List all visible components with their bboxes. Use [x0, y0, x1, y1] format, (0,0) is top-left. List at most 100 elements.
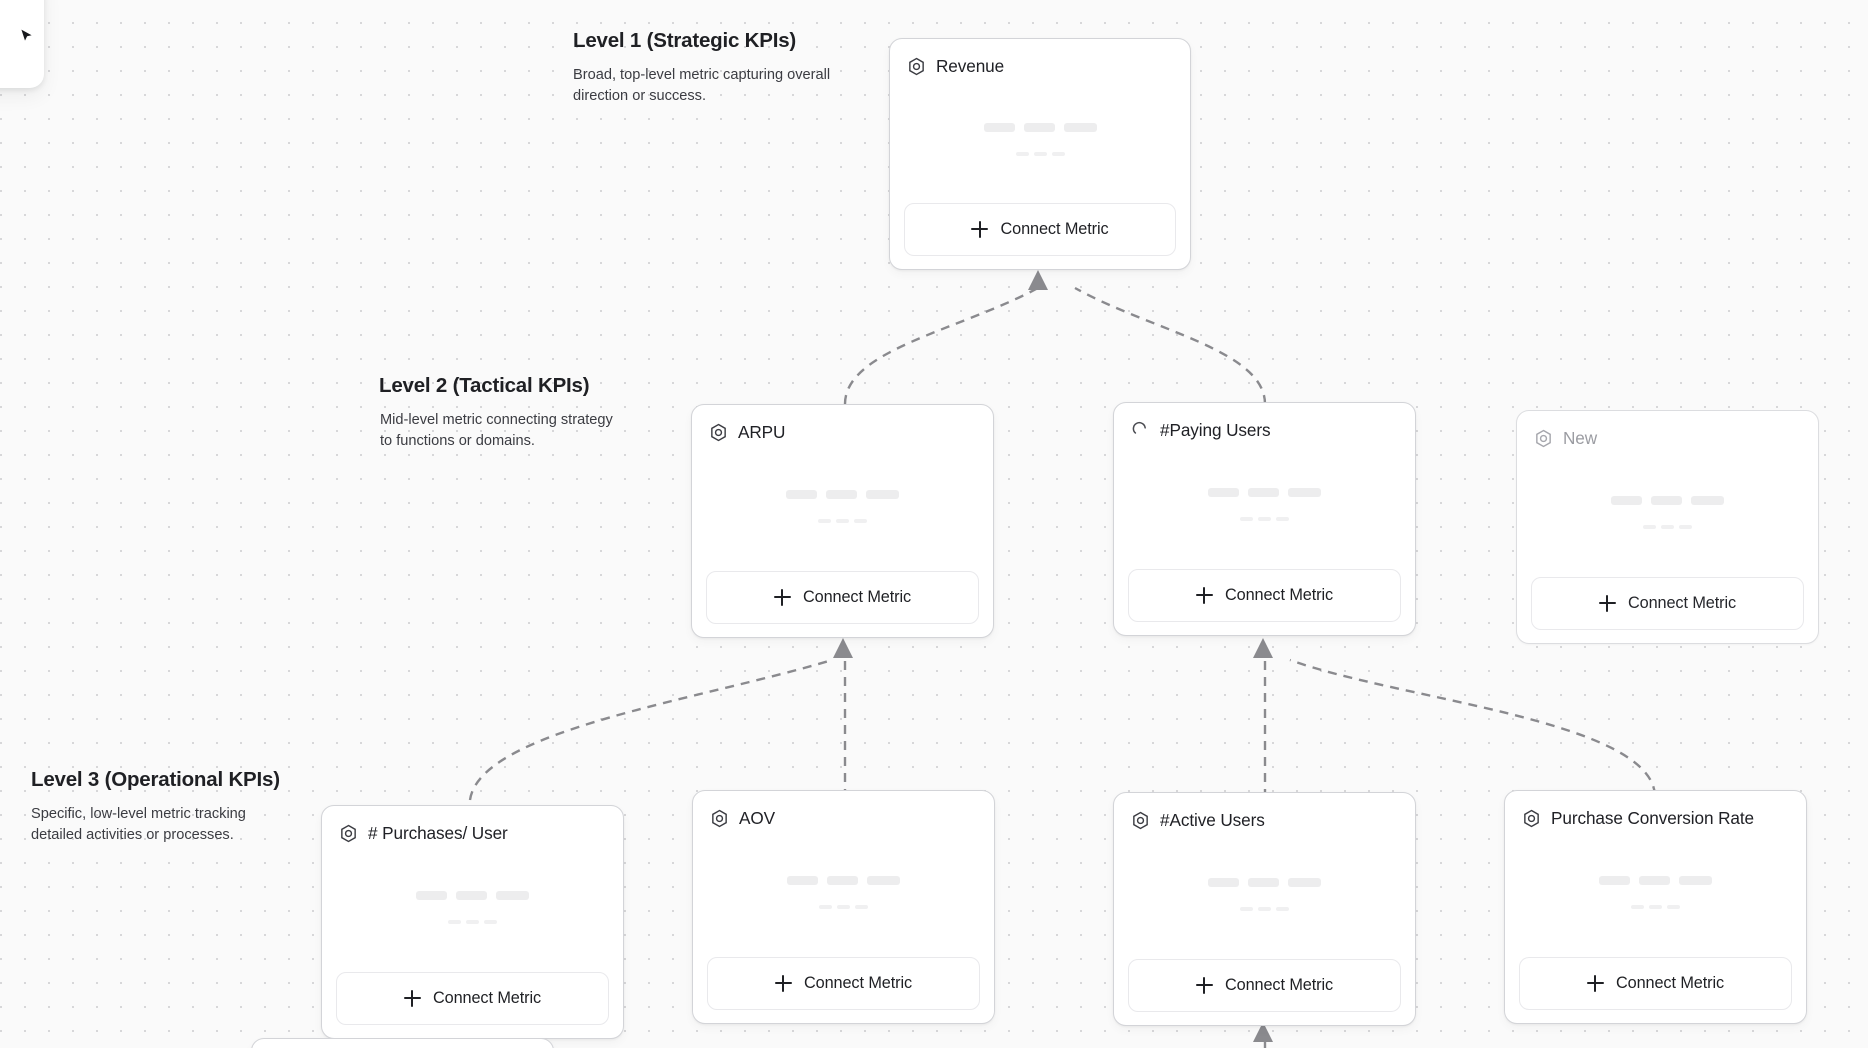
connect-metric-label: Connect Metric — [802, 588, 912, 606]
card-header: New — [1531, 425, 1804, 451]
skeleton-row-primary — [786, 490, 899, 499]
connect-metric-button[interactable]: Connect Metric — [1128, 569, 1401, 622]
skeleton-bar — [1063, 123, 1097, 132]
skeleton-row-secondary — [1631, 905, 1680, 909]
metric-card-purchase-conversion-rate[interactable]: Purchase Conversion Rate Connect Metric — [1504, 790, 1807, 1024]
skeleton-bar — [1649, 905, 1662, 909]
level-label-3: Level 3 (Operational KPIs) Specific, low… — [31, 767, 280, 847]
hexagon-icon — [712, 809, 727, 827]
card-title: AOV — [739, 807, 775, 828]
skeleton-row-secondary — [1240, 517, 1289, 521]
connect-metric-button[interactable]: Connect Metric — [1519, 957, 1792, 1010]
card-title: #Active Users — [1160, 809, 1265, 830]
connect-metric-label: Connect Metric — [1627, 594, 1737, 612]
skeleton-bar — [827, 876, 858, 885]
connect-metric-button[interactable]: Connect Metric — [707, 957, 980, 1010]
connect-metric-button[interactable]: Connect Metric — [904, 203, 1176, 256]
plus-icon — [774, 975, 792, 992]
hexagon-icon — [909, 57, 924, 75]
skeleton-bar — [416, 891, 447, 900]
metric-card-paying-users[interactable]: #Paying Users Connect Metric — [1113, 402, 1416, 636]
connect-metric-button[interactable]: Connect Metric — [1531, 577, 1804, 630]
level-1-title: Level 1 (Strategic KPIs) — [573, 29, 797, 52]
skeleton-bar — [456, 891, 487, 900]
card-title: Purchase Conversion Rate — [1551, 807, 1755, 828]
skeleton-bar — [1051, 152, 1065, 156]
level-3-title: Level 3 (Operational KPIs) — [31, 768, 280, 791]
level-3-description: Specific, low-level metric tracking deta… — [31, 805, 246, 844]
skeleton-bar — [983, 123, 1015, 132]
skeleton-bar — [1599, 876, 1630, 885]
skeleton-bar — [1639, 876, 1670, 885]
skeleton-bar — [484, 920, 497, 924]
skeleton-bar — [1258, 907, 1271, 911]
skeleton-row-primary — [787, 876, 900, 885]
metric-card-clipped-bottom[interactable] — [251, 1038, 554, 1048]
connect-metric-button[interactable]: Connect Metric — [336, 972, 609, 1025]
skeleton-bar — [1258, 517, 1271, 521]
spinner-icon — [1132, 421, 1146, 434]
card-skeleton-body — [1128, 443, 1401, 569]
skeleton-bar — [1679, 525, 1692, 529]
skeleton-bar — [787, 876, 818, 885]
skeleton-row-primary — [983, 123, 1097, 132]
plus-icon — [403, 990, 421, 1007]
skeleton-bar — [1679, 876, 1712, 885]
metric-card-active-users[interactable]: #Active Users Connect Metric — [1113, 792, 1416, 1026]
card-header: #Paying Users — [1128, 417, 1401, 443]
skeleton-bar — [826, 490, 857, 499]
connect-metric-label: Connect Metric — [1000, 220, 1109, 238]
skeleton-bar — [818, 519, 831, 523]
skeleton-bar — [1023, 123, 1055, 132]
connect-metric-button[interactable]: Connect Metric — [706, 571, 979, 624]
floating-toolbar-panel[interactable] — [0, 0, 44, 88]
skeleton-bar — [1276, 907, 1289, 911]
skeleton-bar — [1691, 496, 1724, 505]
skeleton-bar — [867, 876, 900, 885]
skeleton-bar — [1276, 517, 1289, 521]
card-skeleton-body — [336, 846, 609, 972]
skeleton-bar — [854, 519, 867, 523]
skeleton-row-primary — [416, 891, 529, 900]
metric-card-new[interactable]: New Connect Metric — [1516, 410, 1819, 644]
card-skeleton-body — [1531, 451, 1804, 577]
connect-metric-button[interactable]: Connect Metric — [1128, 959, 1401, 1012]
skeleton-bar — [855, 905, 868, 909]
card-skeleton-body — [707, 831, 980, 957]
skeleton-bar — [866, 490, 899, 499]
skeleton-row-secondary — [819, 905, 868, 909]
card-skeleton-body — [1519, 831, 1792, 957]
skeleton-bar — [1208, 878, 1239, 887]
skeleton-bar — [466, 920, 479, 924]
skeleton-row-primary — [1599, 876, 1712, 885]
metric-card-arpu[interactable]: ARPU Connect Metric — [691, 404, 994, 638]
card-title: Revenue — [936, 55, 1005, 76]
metric-card-revenue[interactable]: Revenue Connect Metric — [889, 38, 1191, 270]
skeleton-row-secondary — [818, 519, 867, 523]
skeleton-bar — [837, 905, 850, 909]
skeleton-bar — [1208, 488, 1239, 497]
card-header: #Active Users — [1128, 807, 1401, 833]
level-1-description: Broad, top-level metric capturing overal… — [573, 66, 831, 105]
connect-metric-label: Connect Metric — [1224, 976, 1334, 994]
metric-card-aov[interactable]: AOV Connect Metric — [692, 790, 995, 1024]
metric-card-purchases-per-user[interactable]: # Purchases/ User Connect Metric — [321, 805, 624, 1039]
skeleton-bar — [1288, 488, 1321, 497]
hexagon-icon — [1524, 809, 1539, 827]
plus-icon — [1195, 587, 1213, 604]
card-skeleton-body — [904, 79, 1176, 203]
skeleton-row-secondary — [448, 920, 497, 924]
skeleton-row-secondary — [1240, 907, 1289, 911]
card-title: New — [1563, 427, 1598, 448]
hexagon-icon — [711, 423, 726, 441]
cursor-icon — [21, 29, 32, 41]
skeleton-bar — [1661, 525, 1674, 529]
card-skeleton-body — [1128, 833, 1401, 959]
skeleton-row-primary — [1208, 488, 1321, 497]
plus-icon — [1195, 977, 1213, 994]
skeleton-bar — [1643, 525, 1656, 529]
skeleton-bar — [1651, 496, 1682, 505]
level-label-2: Level 2 (Tactical KPIs) Mid-level metric… — [379, 373, 624, 453]
card-header: Revenue — [904, 53, 1176, 79]
